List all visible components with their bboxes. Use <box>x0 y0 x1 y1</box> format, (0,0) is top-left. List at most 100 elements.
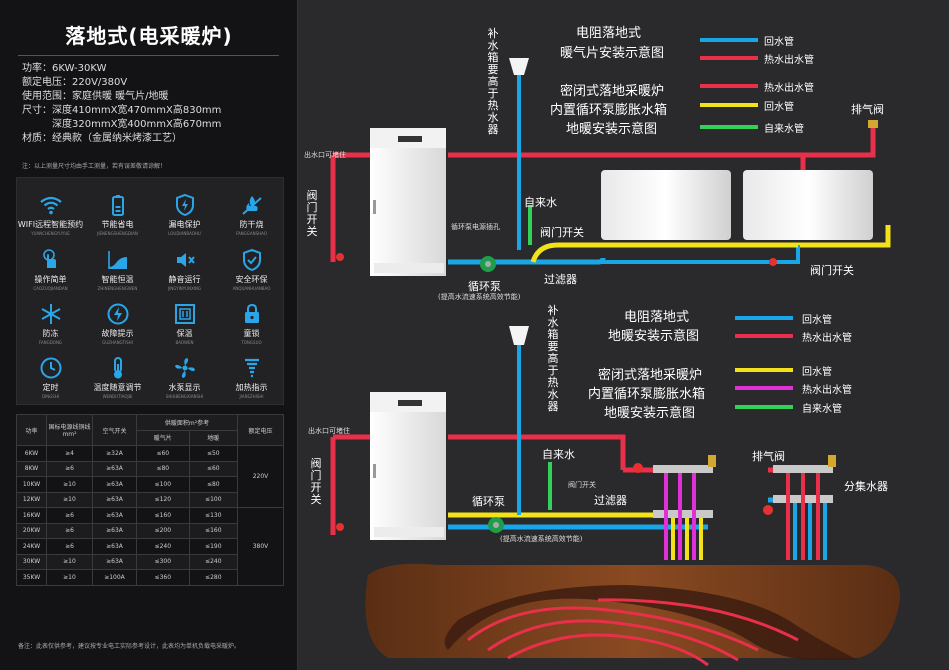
manifold-left-bottom <box>653 510 713 518</box>
manifold-left-top <box>653 465 713 473</box>
legend-tap: 自来水管 <box>764 124 804 135</box>
spec-voltage: 额定电压：220V/380V <box>22 77 128 88</box>
filter-label-top: 过滤器 <box>544 273 577 286</box>
spec-panel: 落地式(电采暖炉) 功率：6KW-30KW 额定电压：220V/380V 使用范… <box>0 0 298 670</box>
pump-note-top: (提高水流速系统高效节能) <box>438 293 521 301</box>
cell: 12KW <box>16 491 47 508</box>
feature-pump-display: 水泵显示 SHUIBENGXIANSHI <box>151 356 218 399</box>
valve-left-label-bottom: 阀门开关 <box>310 457 322 506</box>
cell: 24KW <box>16 538 47 555</box>
pump-note-bottom: (提高水流速系统高效节能) <box>500 535 583 543</box>
valve-right-label-top: 阀门开关 <box>810 264 854 277</box>
snowflake-icon <box>41 304 60 324</box>
cell: ≥63A <box>92 491 137 508</box>
bottom-title-2a: 密闭式落地采暖炉 <box>598 368 703 383</box>
cell: ≥63A <box>92 507 137 524</box>
cell: ≥63A <box>92 553 137 570</box>
outlet-label-bottom: 出水口可堵住 <box>308 427 350 435</box>
table-row: 12KW≥10≥63A≤120≤100 <box>16 491 284 508</box>
pump-label-top: 循环泵 <box>468 280 501 293</box>
expansion-tank-top <box>509 58 529 75</box>
product-title: 落地式(电采暖炉) <box>65 24 233 48</box>
spec-size-2: 深度320mmX宽400mmX高670mm <box>22 119 222 130</box>
shield-icon <box>175 193 194 217</box>
eco-shield-icon <box>242 248 261 272</box>
cell: ≥6 <box>46 522 93 539</box>
feature-fault: 故障提示 GUZHANGTISHI <box>84 302 151 345</box>
title-divider <box>18 55 279 56</box>
filter-label-bottom: 过滤器 <box>594 494 627 507</box>
insulation-icon <box>174 304 195 324</box>
th-voltage: 额定电压 <box>237 414 284 446</box>
feature-label: 童锁 <box>243 329 260 338</box>
cell: ≥63A <box>92 476 137 493</box>
boiler-top <box>370 128 446 276</box>
clock-icon <box>40 357 61 379</box>
spec-power: 功率：6KW-30KW <box>22 63 107 74</box>
feature-sub: YUANCHENGYUYUE <box>31 231 70 236</box>
legend-hot-b2: 热水出水管 <box>802 385 852 396</box>
cell: ≤200 <box>136 522 190 539</box>
feature-thermostat: 智能恒温 ZHINENGHENGWEN <box>84 248 151 291</box>
top-title-2a: 密闭式落地采暖炉 <box>560 84 665 99</box>
wifi-icon <box>39 196 62 215</box>
cell: 8KW <box>16 460 47 477</box>
th-breaker: 空气开关 <box>92 414 137 446</box>
legend-return-b2: 回水管 <box>802 367 832 378</box>
feature-wifi: WIFI远程智能预约 YUANCHENGYUYUE <box>17 193 84 236</box>
th-floor: 地暖 <box>188 429 239 446</box>
cell: ≤160 <box>188 522 239 539</box>
cell: ≥6 <box>46 538 93 555</box>
battery-icon <box>111 195 124 216</box>
cell: ≥32A <box>92 445 137 462</box>
spec-usage: 使用范围：家庭供暖 暖气片/地暖 <box>22 91 169 102</box>
radiator-left <box>601 170 731 240</box>
feature-sub: BAOWEN <box>175 340 194 345</box>
feature-label: 防冻 <box>42 329 59 338</box>
fault-icon <box>107 303 128 325</box>
exhaust-label-top: 排气阀 <box>851 103 884 116</box>
cell: ≤80 <box>188 476 239 493</box>
cell: ≤240 <box>136 538 190 555</box>
tank-label-bottom: 补水箱要高于热水器 <box>547 304 559 413</box>
cell: 20KW <box>16 522 47 539</box>
feature-leakage: 漏电保护 LOUDIANBAOHU <box>151 193 218 236</box>
power-spec-table: 功率 国标电源线铜线mm² 空气开关 供暖面积m²参考 额定电压 暖气片 地暖 … <box>16 414 284 586</box>
feature-label: 保温 <box>176 329 193 338</box>
cell: ≥4 <box>46 445 93 462</box>
spec-material: 材质：经典款（金属纳米烤漆工艺） <box>22 133 182 144</box>
feature-sub: JIENENGSHENGDIAN <box>97 231 138 236</box>
feature-label: 防干烧 <box>239 220 264 229</box>
cell: ≥10 <box>46 569 93 586</box>
feature-eco: 安全环保 ANQUANHUANBAO <box>218 248 285 291</box>
feature-label: 智能恒温 <box>101 275 134 284</box>
pipe-diagram <box>330 38 900 667</box>
legend-return-2: 回水管 <box>764 102 794 113</box>
bottom-title-1a: 电阻落地式 <box>624 310 690 325</box>
feature-label: 故障提示 <box>101 329 134 338</box>
feature-label: WIFI远程智能预约 <box>17 220 84 229</box>
spec-size-1: 尺寸：深度410mmX宽470mmX高830mm <box>22 105 222 116</box>
feature-label: 温度随意调节 <box>93 383 142 392</box>
hot-pipe-top <box>448 125 876 158</box>
cell: ≥63A <box>92 538 137 555</box>
cell: ≤280 <box>188 569 239 586</box>
th-power: 功率 <box>16 414 47 446</box>
cell: ≤190 <box>188 538 239 555</box>
cell-voltage-380: 380V <box>237 507 284 586</box>
cell: ≤60 <box>188 460 239 477</box>
cell: ≤120 <box>136 491 190 508</box>
yellow-pipe-top <box>530 242 798 263</box>
table-footnote: 备注：此表仅供参考，建议按专业电工实际参考设计，此表均为单机负载电采暖炉。 <box>18 643 241 650</box>
cell: ≤300 <box>136 553 190 570</box>
cell: 30KW <box>16 553 47 570</box>
cell: 10KW <box>16 476 47 493</box>
feature-silent: 静音运行 JINGYINYUNXING <box>151 248 218 291</box>
legend-return: 回水管 <box>764 37 794 48</box>
hot-pipe-bottom <box>448 434 626 470</box>
cell: ≤360 <box>136 569 190 586</box>
feature-sub: ZHINENGHENGWEN <box>97 286 138 291</box>
feature-sub: TONGSUO <box>241 340 262 345</box>
bottom-title-2b: 内置循环泵膨胀水箱 <box>588 387 706 402</box>
